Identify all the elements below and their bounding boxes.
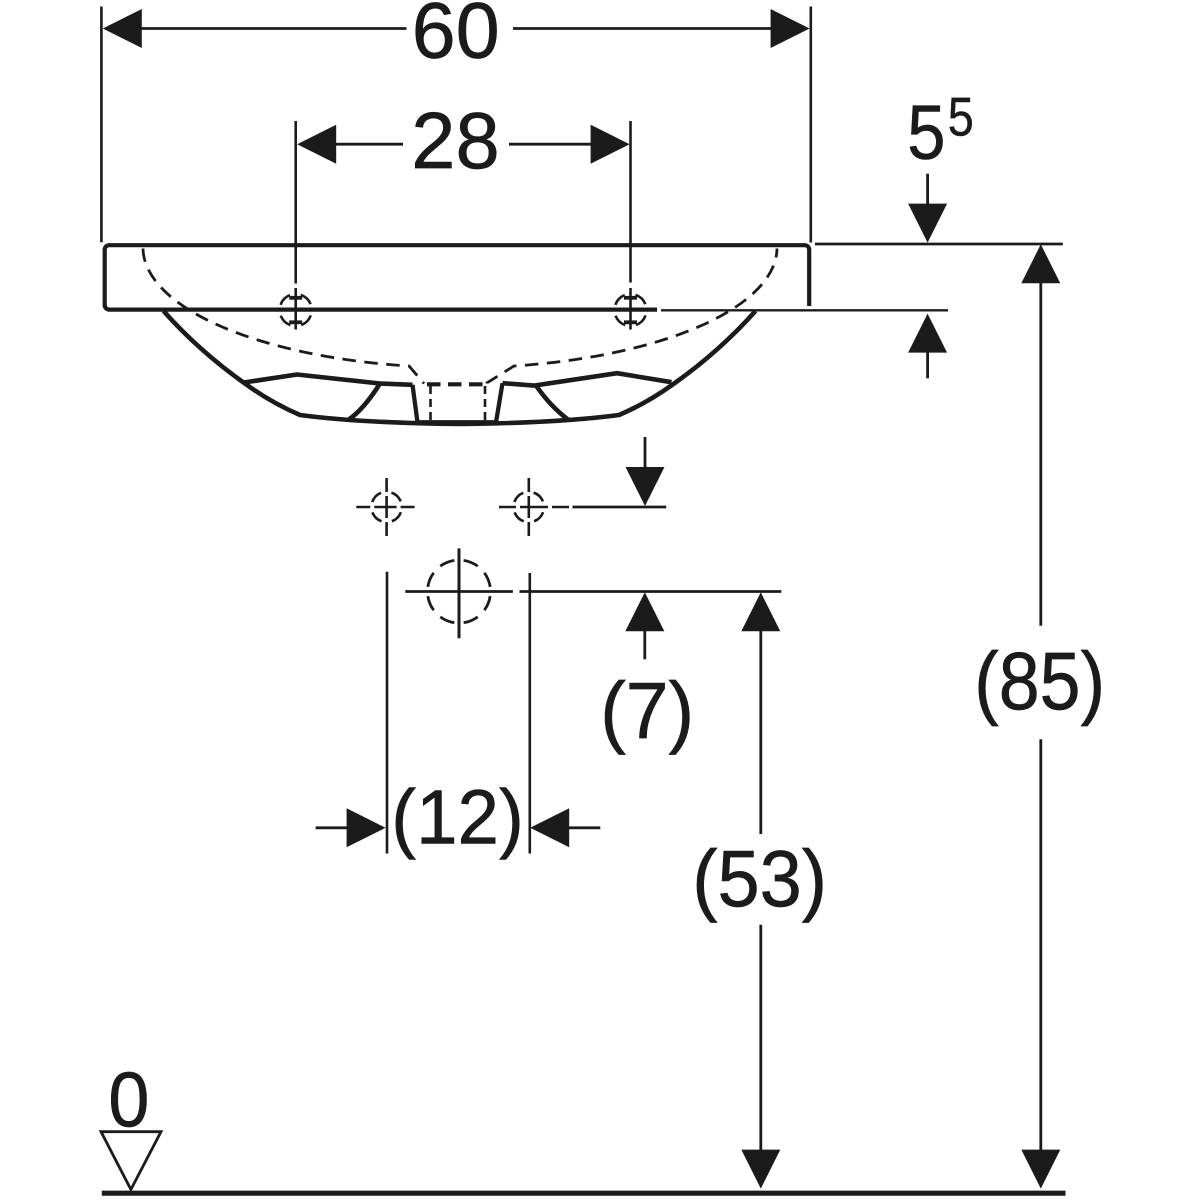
svg-text:5: 5 [907, 90, 945, 176]
svg-text:(53): (53) [692, 835, 827, 923]
svg-text:(85): (85) [974, 637, 1105, 727]
svg-text:(7): (7) [600, 665, 694, 755]
svg-text:60: 60 [412, 0, 500, 75]
svg-text:0: 0 [108, 1056, 149, 1143]
svg-text:28: 28 [411, 96, 499, 185]
svg-text:(12): (12) [391, 774, 523, 860]
svg-text:5: 5 [948, 86, 974, 147]
